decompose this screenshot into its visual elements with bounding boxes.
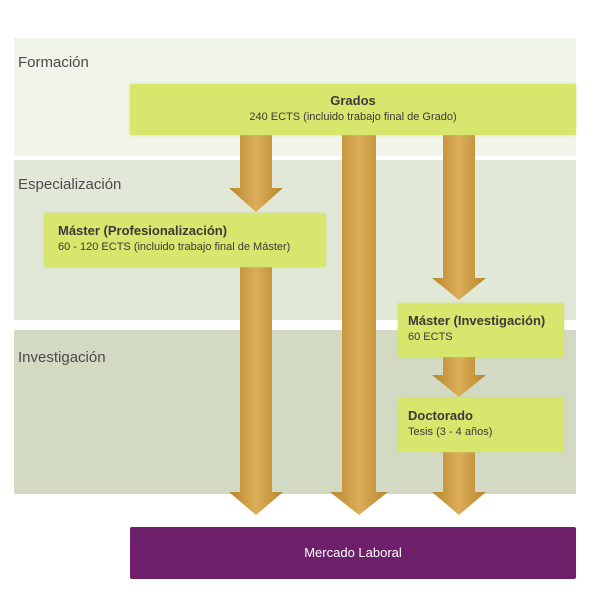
band-label-especializacion: Especialización [18,176,122,193]
grados-subtitle: 240 ECTS (incluido trabajo final de Grad… [249,111,457,123]
grados-box: Grados 240 ECTS (incluido trabajo final … [130,84,576,135]
arrow-grados-to-master-prof [229,135,283,212]
doctorado-box: Doctorado Tesis (3 - 4 años) [398,398,564,452]
master-investigacion-title: Máster (Investigación) [408,313,546,328]
arrow-grados-to-mercado [330,135,388,515]
master-investigacion-box: Máster (Investigación) 60 ECTS [398,303,564,357]
band-label-investigacion: Investigación [18,349,106,366]
master-investigacion-subtitle: 60 ECTS [408,331,453,343]
doctorado-subtitle: Tesis (3 - 4 años) [408,426,493,438]
grados-title: Grados [330,93,376,108]
master-profesionalizacion-subtitle: 60 - 120 ECTS (incluido trabajo final de… [58,241,291,253]
arrow-doctorado-to-mercado [432,452,486,515]
arrow-master-inv-to-doctorado [432,357,486,397]
master-profesionalizacion-title: Máster (Profesionalización) [58,223,228,238]
band-label-formacion: Formación [18,54,89,71]
arrow-grados-to-master-inv [432,135,486,300]
doctorado-title: Doctorado [408,408,473,423]
arrow-master-prof-to-mercado [229,267,283,515]
master-profesionalizacion-box: Máster (Profesionalización) 60 - 120 ECT… [44,213,326,267]
mercado-laboral-box: Mercado Laboral [130,527,576,579]
